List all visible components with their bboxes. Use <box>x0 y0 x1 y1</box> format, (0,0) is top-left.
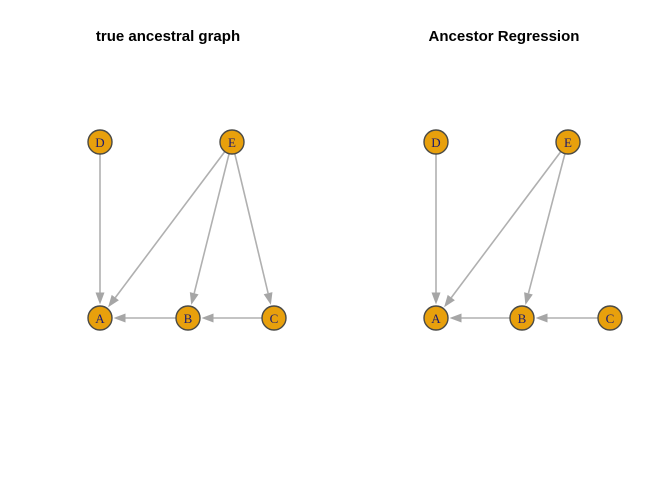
node-circle[interactable] <box>219 129 245 155</box>
edges-layer <box>431 151 598 323</box>
node-circle[interactable] <box>597 305 623 331</box>
edge-B-to-A <box>449 313 510 323</box>
node-E[interactable]: E <box>219 129 245 155</box>
edge-D-to-A <box>95 154 105 305</box>
node-C[interactable]: C <box>261 305 287 331</box>
arrowhead <box>449 313 462 323</box>
node-circle[interactable] <box>555 129 581 155</box>
graph-canvas-right: D E A B C <box>423 129 623 331</box>
arrowhead <box>431 292 441 305</box>
panel-title-right: Ancestor Regression <box>428 28 580 45</box>
arrowhead <box>201 313 214 323</box>
node-B[interactable]: B <box>509 305 535 331</box>
arrowhead <box>108 294 119 308</box>
node-A[interactable]: A <box>423 305 449 331</box>
node-E[interactable]: E <box>555 129 581 155</box>
edge-line <box>527 153 566 294</box>
edge-line <box>114 151 226 299</box>
node-D[interactable]: D <box>423 129 449 155</box>
arrowhead <box>263 292 273 305</box>
edge-E-to-A <box>444 151 562 308</box>
edge-E-to-A <box>108 151 226 308</box>
node-circle[interactable] <box>175 305 201 331</box>
node-circle[interactable] <box>87 129 113 155</box>
node-circle[interactable] <box>423 129 449 155</box>
node-circle[interactable] <box>509 305 535 331</box>
node-C[interactable]: C <box>597 305 623 331</box>
edges-layer <box>95 151 273 323</box>
graph-canvas-left: D E A B C <box>87 129 287 331</box>
node-A[interactable]: A <box>87 305 113 331</box>
node-circle[interactable] <box>87 305 113 331</box>
edge-line <box>193 153 230 294</box>
node-circle[interactable] <box>423 305 449 331</box>
arrowhead <box>113 313 126 323</box>
panel-true-ancestral-graph: true ancestral graph D E A B C <box>87 28 287 331</box>
arrowhead <box>95 292 105 305</box>
arrowhead <box>444 294 455 308</box>
node-D[interactable]: D <box>87 129 113 155</box>
edge-E-to-C <box>234 153 273 305</box>
edge-line <box>450 151 562 299</box>
edge-B-to-A <box>113 313 176 323</box>
arrowhead <box>189 292 199 305</box>
edge-line <box>234 153 269 294</box>
arrowhead <box>535 313 548 323</box>
edge-C-to-B <box>535 313 598 323</box>
panel-ancestor-regression: Ancestor Regression D E A B C <box>336 0 672 480</box>
edge-E-to-B <box>524 153 566 305</box>
node-circle[interactable] <box>261 305 287 331</box>
nodes-layer: D E A B C <box>423 129 623 331</box>
edge-E-to-B <box>189 153 230 305</box>
node-B[interactable]: B <box>175 305 201 331</box>
edge-C-to-B <box>201 313 262 323</box>
arrowhead <box>524 292 533 305</box>
panel-title-left: true ancestral graph <box>95 28 241 45</box>
edge-D-to-A <box>431 154 441 305</box>
